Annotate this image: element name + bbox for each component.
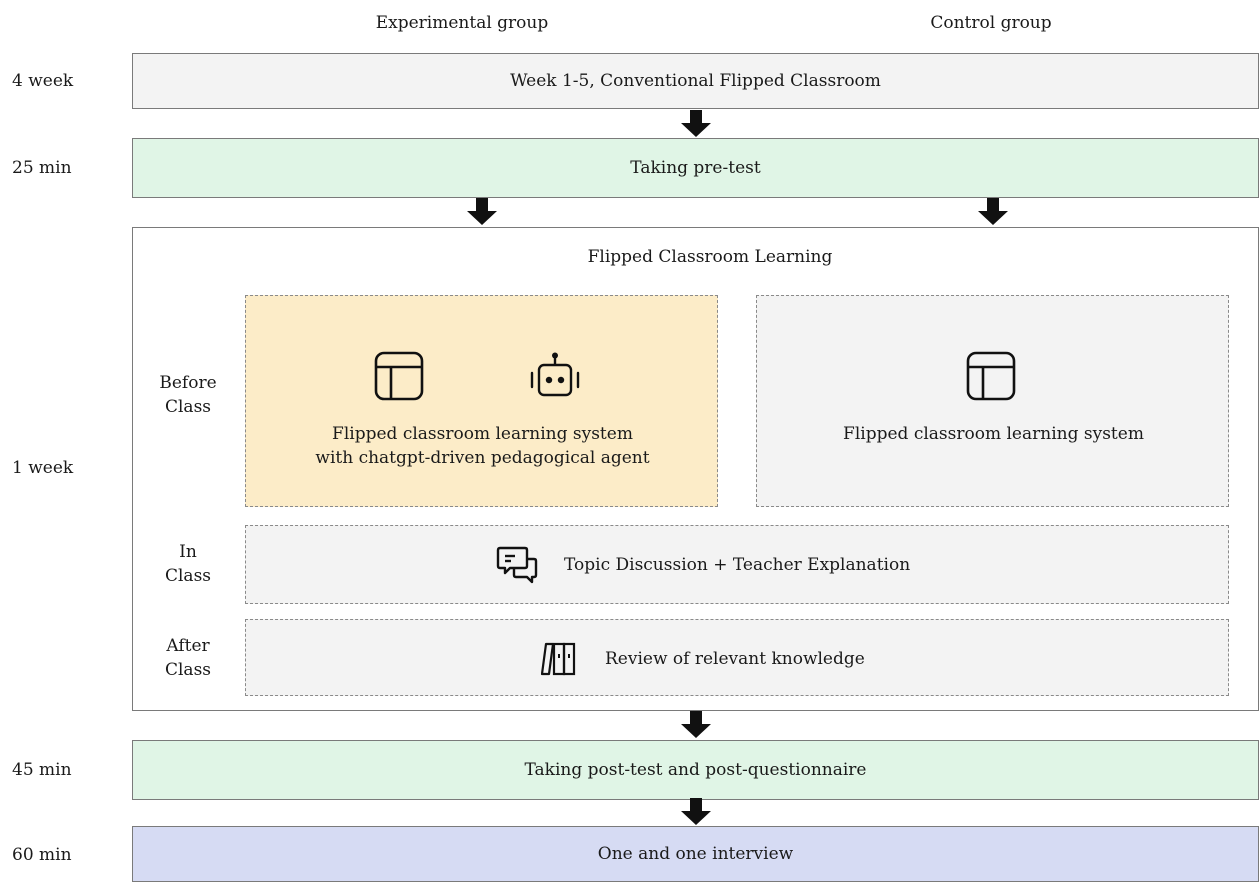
down-arrow-icon bbox=[681, 798, 711, 825]
in-class-label-line1: In bbox=[179, 542, 197, 562]
experimental-system-label: Flipped classroom learning system with c… bbox=[246, 422, 719, 470]
flipped-classroom-learning-title: Flipped Classroom Learning bbox=[587, 247, 833, 267]
down-arrow-icon bbox=[978, 198, 1008, 225]
conventional-flipped-classroom-label: Week 1-5, Conventional Flipped Classroom bbox=[510, 71, 881, 91]
experimental-system-label-line2: with chatgpt-driven pedagogical agent bbox=[315, 448, 650, 468]
control-group-header: Control group bbox=[930, 13, 1052, 33]
before-class-label-line1: Before bbox=[159, 373, 217, 393]
down-arrow-icon bbox=[467, 198, 497, 225]
before-class-label: Before Class bbox=[150, 371, 226, 419]
down-arrow-icon bbox=[681, 110, 711, 137]
time-label-25-min: 25 min bbox=[12, 158, 72, 178]
in-class-activity-box: Topic Discussion + Teacher Explanation bbox=[245, 525, 1229, 604]
post-test-label: Taking post-test and post-questionnaire bbox=[524, 760, 867, 780]
experimental-system-label-line1: Flipped classroom learning system bbox=[332, 424, 633, 444]
pre-test-box: Taking pre-test bbox=[132, 138, 1259, 198]
after-class-label: After Class bbox=[150, 634, 226, 682]
layout-panel-icon bbox=[374, 351, 424, 401]
control-before-class-box: Flipped classroom learning system bbox=[756, 295, 1229, 507]
after-class-label-line2: Class bbox=[164, 660, 212, 680]
control-system-label: Flipped classroom learning system bbox=[843, 424, 1144, 444]
post-test-box: Taking post-test and post-questionnaire bbox=[132, 740, 1259, 800]
conventional-flipped-classroom-box: Week 1-5, Conventional Flipped Classroom bbox=[132, 53, 1259, 109]
interview-box: One and one interview bbox=[132, 826, 1259, 882]
time-label-1-week: 1 week bbox=[12, 458, 74, 478]
time-label-4-week: 4 week bbox=[12, 71, 74, 91]
after-class-label-line1: After bbox=[166, 636, 210, 656]
layout-panel-icon bbox=[966, 351, 1016, 401]
interview-label: One and one interview bbox=[597, 844, 794, 864]
in-class-activity-label: Topic Discussion + Teacher Explanation bbox=[564, 555, 911, 575]
down-arrow-icon bbox=[681, 711, 711, 738]
before-class-label-line2: Class bbox=[164, 397, 212, 417]
time-label-45-min: 45 min bbox=[12, 760, 72, 780]
books-icon bbox=[541, 641, 577, 677]
after-class-activity-label: Review of relevant knowledge bbox=[605, 649, 865, 669]
in-class-label-line2: Class bbox=[164, 566, 212, 586]
robot-icon bbox=[529, 352, 581, 400]
time-label-60-min: 60 min bbox=[12, 845, 72, 865]
in-class-label: In Class bbox=[150, 540, 226, 588]
experimental-before-class-box: Flipped classroom learning system with c… bbox=[245, 295, 718, 507]
pre-test-label: Taking pre-test bbox=[630, 158, 761, 178]
chat-bubbles-icon bbox=[496, 545, 538, 585]
after-class-activity-box: Review of relevant knowledge bbox=[245, 619, 1229, 696]
experimental-group-header: Experimental group bbox=[375, 13, 549, 33]
